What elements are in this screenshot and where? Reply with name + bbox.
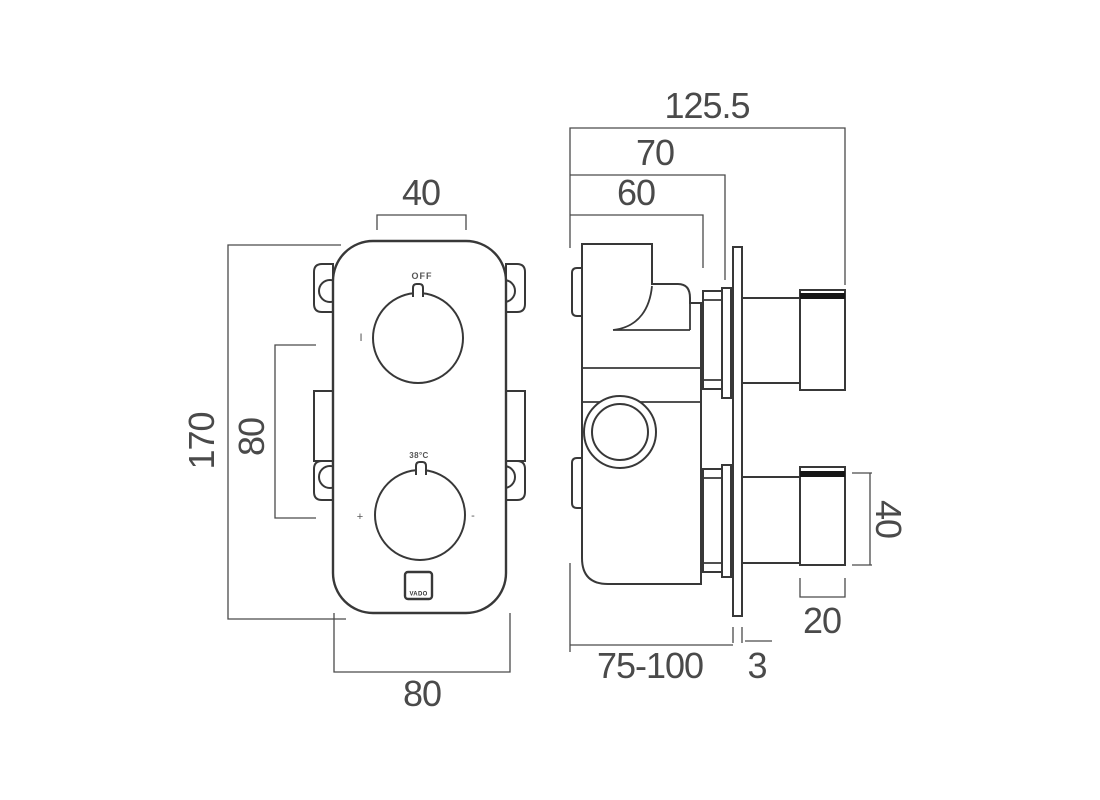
dim-label-handle-depth: 20 — [803, 600, 841, 641]
dim-label-mount-spacing: 80 — [231, 418, 272, 456]
cartridge-collar-bottom-flanges — [703, 477, 722, 564]
dim-label-bottom-width: 80 — [403, 673, 441, 714]
dim-line-plate-thickness — [732, 627, 772, 643]
temp-dial-pointer — [415, 461, 427, 475]
body-tab-bottom — [571, 457, 583, 509]
handle-top-base — [741, 297, 801, 384]
handle-top-grip-ring — [800, 293, 845, 299]
flow-on-mark: I — [359, 332, 362, 344]
dim-label-plate-thickness: 3 — [747, 645, 766, 686]
dim-line-handle-depth — [799, 578, 846, 598]
wall-plate-edge — [732, 246, 743, 617]
lever-wedge-section — [612, 285, 691, 331]
dim-line-depth-70 — [570, 174, 726, 280]
cartridge-collar-top-flanges — [703, 299, 722, 381]
brand-logo-text: VADO — [409, 592, 427, 598]
dim-label-total-width: 125.5 — [664, 85, 749, 126]
temp-dial — [374, 469, 466, 561]
spacer-bottom — [721, 464, 732, 578]
handle-bottom-grip-ring — [800, 471, 845, 477]
dim-line-bottom-width — [333, 613, 511, 673]
pipe-port-inner — [591, 403, 649, 461]
brand-logo-box — [403, 570, 434, 601]
dim-line-total-width — [569, 127, 846, 285]
temp-label: 38°C — [409, 451, 428, 460]
dim-label-height: 170 — [181, 412, 222, 469]
dim-label-depth-70: 70 — [636, 132, 674, 173]
dim-label-recess: 75-100 — [597, 645, 703, 686]
cartridge-collar-bottom — [702, 468, 723, 573]
mount-slot-mid-left — [313, 390, 334, 462]
flow-dial — [372, 292, 464, 384]
front-view: 40 170 80 80 OFF I 38°C + - — [181, 172, 526, 714]
temp-minus-mark: - — [471, 510, 475, 522]
temp-plus-mark: + — [357, 511, 363, 523]
spacer-top — [721, 287, 732, 399]
handle-top-grip — [799, 289, 846, 391]
mount-slot-mid-right — [505, 390, 526, 462]
flow-dial-pointer — [412, 283, 424, 297]
dim-line-depth-60 — [570, 214, 704, 268]
dim-line-top-width — [376, 214, 467, 230]
dim-label-handle-height: 40 — [868, 500, 909, 538]
cartridge-collar-top — [702, 290, 723, 390]
body-tab-top — [571, 267, 583, 317]
dim-line-height — [227, 244, 346, 620]
dim-line-recess — [569, 563, 733, 652]
dim-line-mount-spacing — [274, 344, 316, 519]
dim-label-depth-60: 60 — [617, 172, 655, 213]
handle-bottom-grip — [799, 466, 846, 566]
handle-bottom-base — [741, 476, 801, 564]
flow-off-label: OFF — [412, 271, 433, 281]
dim-line-handle-height — [852, 472, 872, 566]
dim-label-top-width: 40 — [402, 172, 440, 213]
side-view: 125.5 70 60 75-100 3 40 20 — [569, 85, 909, 686]
